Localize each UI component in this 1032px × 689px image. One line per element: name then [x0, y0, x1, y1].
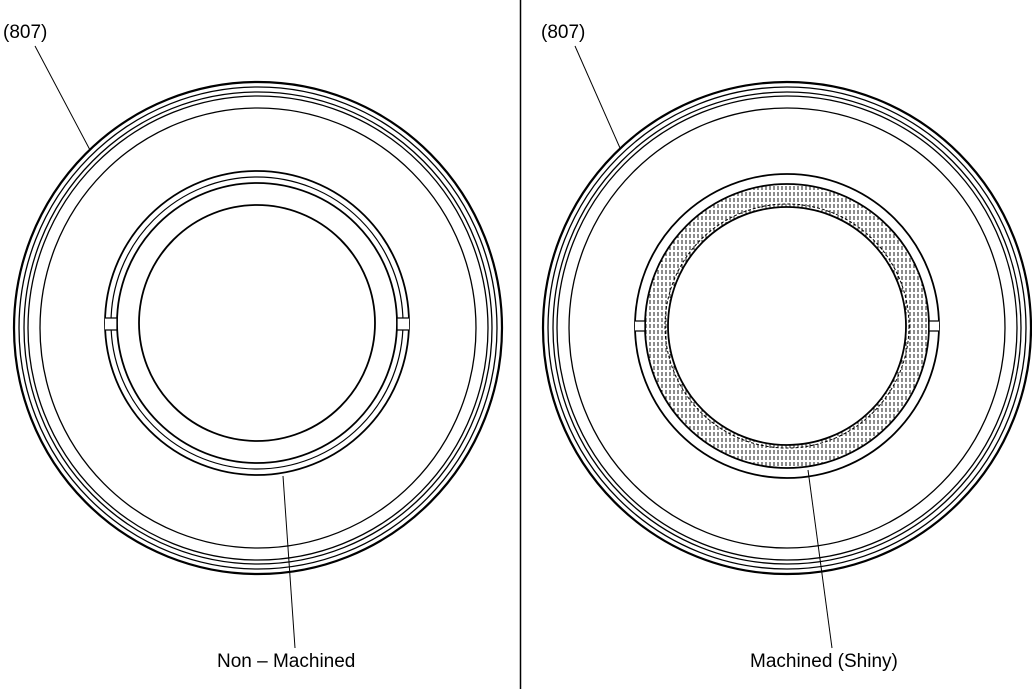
- leader-line-left-807: [34, 45, 91, 151]
- drum-right: [541, 45, 1032, 649]
- drum-right-center-bore: [667, 206, 907, 446]
- drum-right-outer-rim: [541, 80, 1032, 576]
- drum-right-rim-ring-4: [556, 95, 1018, 561]
- drum-left: [12, 45, 504, 649]
- drum-right-rim-ring-2: [547, 86, 1027, 570]
- callout-807-right: (807): [541, 22, 586, 43]
- drum-right-rim-ring-5: [568, 107, 1006, 549]
- drum-right-bore-lip: [664, 203, 910, 449]
- drum-left-hub-ring: [116, 182, 398, 464]
- drum-left-center-bore: [138, 204, 376, 442]
- drum-right-rim-ring-3: [552, 91, 1022, 565]
- drum-right-notch-right: [928, 320, 939, 332]
- drum-left-rim-ring-3: [23, 91, 493, 565]
- drum-left-notch-right: [396, 317, 409, 331]
- leader-line-right-807: [574, 45, 621, 149]
- drum-left-rim-ring-5: [39, 107, 477, 549]
- drum-left-hub-step: [110, 176, 404, 470]
- drum-left-outer-rim: [12, 80, 504, 576]
- drum-right-notch-left: [635, 320, 646, 332]
- leader-line-left-surface: [282, 475, 296, 649]
- drum-left-hub-outer: [104, 170, 410, 476]
- drum-left-notch-left: [105, 317, 118, 331]
- drum-left-rim-ring-4: [27, 95, 489, 561]
- drum-left-rim-ring-2: [18, 86, 498, 570]
- leader-line-right-surface: [807, 469, 833, 649]
- label-machined-shiny: Machined (Shiny): [750, 651, 898, 672]
- machined-surface-hatch: [640, 180, 934, 474]
- label-non-machined: Non – Machined: [217, 651, 356, 672]
- callout-807-left: (807): [3, 22, 48, 43]
